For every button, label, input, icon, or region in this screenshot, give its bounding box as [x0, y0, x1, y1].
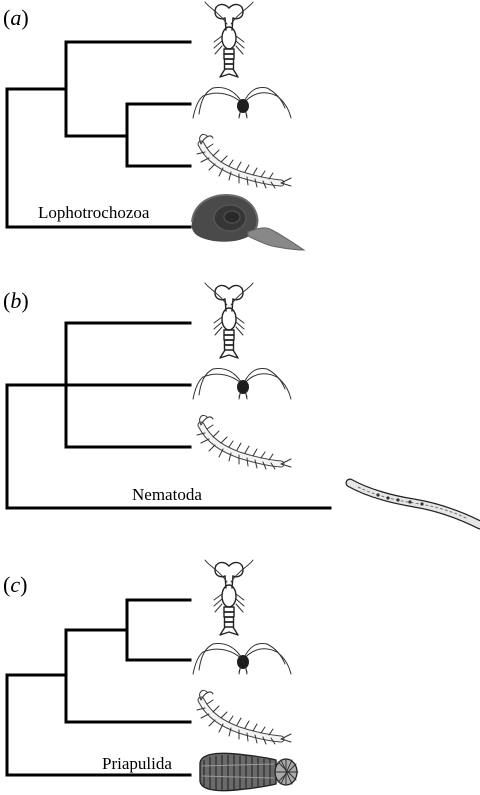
panel-c: (c) Priapulida	[3, 559, 299, 792]
centipede-icon	[197, 415, 291, 469]
centipede-icon	[197, 690, 291, 744]
harvestman-icon	[192, 87, 292, 119]
panel-label: (a)	[3, 5, 29, 30]
tree-branches	[5, 598, 192, 777]
panel-b: (b) Nematoda	[3, 282, 480, 525]
harvestman-icon	[192, 368, 292, 400]
outgroup-label: Nematoda	[132, 485, 202, 504]
crayfish-icon	[204, 1, 254, 78]
outgroup-label: Priapulida	[102, 754, 172, 773]
nematode-icon	[350, 483, 480, 525]
panel-a: (a) Lophotrochozoa	[3, 1, 305, 251]
harvestman-icon	[192, 643, 292, 675]
snail-icon	[190, 194, 305, 251]
panel-label: (b)	[3, 288, 29, 313]
panel-label: (c)	[3, 572, 27, 597]
tree-branches	[5, 321, 332, 510]
crayfish-icon	[204, 282, 254, 359]
outgroup-label: Lophotrochozoa	[38, 203, 150, 222]
crayfish-icon	[204, 559, 254, 636]
priapulid-icon	[199, 752, 299, 792]
tree-branches	[5, 40, 192, 229]
centipede-icon	[197, 134, 291, 188]
